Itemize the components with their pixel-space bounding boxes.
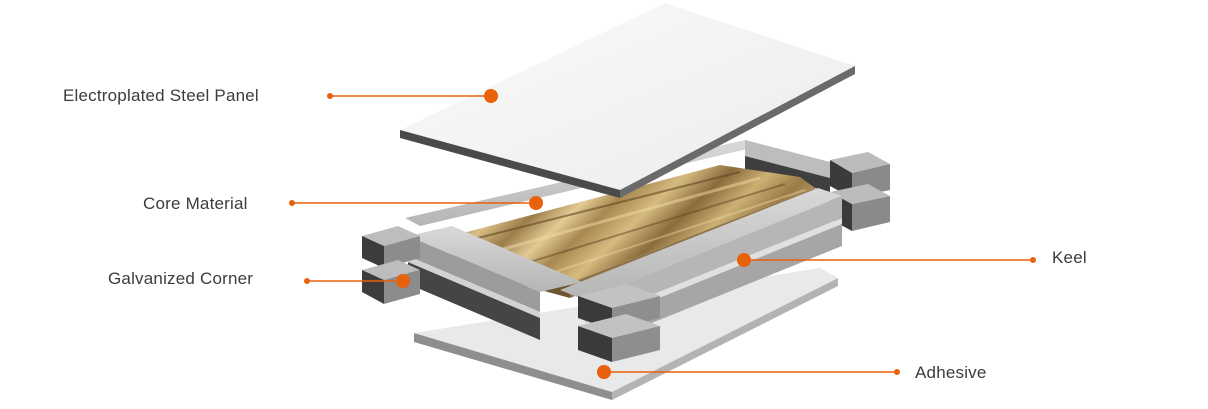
label-keel: Keel [1052, 248, 1087, 267]
label-core-material: Core Material [143, 194, 248, 213]
leader-lines [289, 89, 1036, 379]
label-adhesive: Adhesive [915, 363, 987, 382]
steel-panel [400, 3, 855, 198]
keel-bar-left [408, 226, 582, 340]
label-galvanized-corner: Galvanized Corner [108, 269, 254, 288]
label-electroplated-steel-panel: Electroplated Steel Panel [63, 86, 259, 105]
corner-block-front-center [578, 284, 660, 362]
